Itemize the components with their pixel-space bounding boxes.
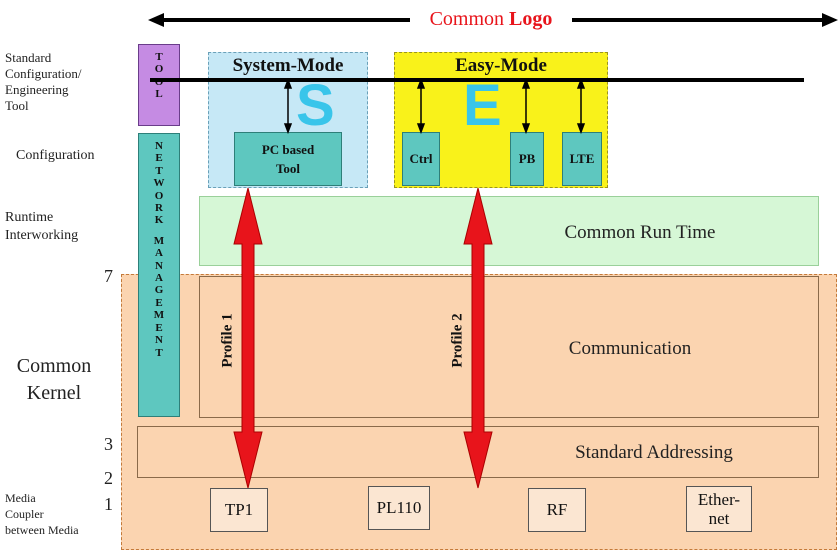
easy-mode-title: Easy-Mode	[455, 55, 547, 76]
communication-layer-label: Communication	[568, 338, 692, 359]
media-rf: RF	[528, 488, 586, 532]
nm-letter: N	[155, 334, 163, 347]
profile-2-arrow	[463, 187, 493, 489]
tool-letter: O	[154, 63, 164, 76]
label-line: Configuration/	[5, 66, 82, 81]
media-pl110: PL110	[368, 486, 430, 530]
pb-box: PB	[510, 132, 544, 186]
nm-letter: E	[155, 152, 163, 165]
nm-letter: M	[153, 234, 165, 247]
label-line: Engineering	[5, 82, 69, 97]
logo-text: Logo	[509, 8, 553, 30]
nm-letter: N	[155, 259, 163, 272]
label-line: Kernel	[26, 382, 82, 404]
runtime-layer-label: Common Run Time	[564, 222, 716, 243]
nm-letter: E	[155, 321, 163, 334]
label-line: Common	[16, 355, 92, 377]
profile-2-label: Profile 2	[449, 313, 466, 368]
ctrl-box: Ctrl	[402, 132, 440, 186]
nm-letter: E	[155, 296, 163, 309]
communication-layer-box	[199, 276, 819, 418]
nm-letter: W	[153, 177, 165, 190]
easy-mode-letter: E	[463, 73, 502, 138]
pc-tool-line: PC based	[261, 142, 315, 157]
nm-letter: R	[155, 202, 163, 215]
label-line: Coupler	[5, 507, 44, 521]
layer-number-3: 3	[104, 434, 113, 454]
nm-letter: T	[155, 164, 163, 177]
label-line: Media	[5, 491, 36, 505]
label-line: Tool	[5, 98, 29, 113]
network-management-box: N E T W O R K M A N A G E M E N T	[138, 133, 180, 417]
tool-box: T O O L	[138, 44, 180, 126]
label-media-coupler: Media Coupler between Media	[5, 490, 79, 538]
layer-number-2: 2	[104, 468, 113, 488]
system-mode-letter: S	[296, 73, 335, 138]
lte-box: LTE	[562, 132, 602, 186]
tool-letter: T	[155, 51, 163, 63]
media-tp1: TP1	[210, 488, 268, 532]
label-runtime-interworking: Runtime Interworking	[5, 209, 78, 245]
nm-letter: A	[155, 272, 163, 285]
label-line: Standard	[5, 50, 52, 65]
profile-1-label: Profile 1	[219, 313, 236, 368]
addressing-layer-label: Standard Addressing	[575, 442, 733, 463]
tool-letter: L	[155, 88, 163, 101]
nm-letter: A	[155, 247, 163, 260]
nm-letter: T	[155, 346, 163, 359]
label-common-kernel: Common Kernel	[8, 353, 100, 407]
nm-letter: O	[154, 189, 164, 202]
media-ethernet: Ether- net	[686, 486, 752, 532]
label-standard-config-tool: Standard Configuration/ Engineering Tool	[5, 50, 82, 114]
label-line: Interworking	[5, 228, 79, 243]
label-configuration: Configuration	[16, 148, 95, 163]
layer-number-7: 7	[104, 266, 113, 286]
nm-letter: N	[155, 140, 163, 152]
ethernet-line: net	[708, 509, 730, 528]
layer-number-1: 1	[104, 494, 113, 514]
nm-letter: M	[153, 309, 165, 322]
system-mode-title: System-Mode	[232, 55, 344, 76]
vertical-connectors	[283, 77, 586, 135]
profile-1-arrow	[233, 187, 263, 489]
nm-letter: K	[154, 214, 164, 227]
nm-letter: G	[154, 284, 164, 297]
label-line: Runtime	[5, 210, 54, 225]
common-logo-title: Common Logo	[410, 8, 572, 31]
runtime-layer-box	[199, 196, 819, 266]
label-line: between Media	[5, 523, 79, 537]
pc-tool-line: Tool	[275, 161, 301, 176]
ethernet-line: Ether-	[697, 490, 741, 509]
common-text: Common	[429, 8, 505, 30]
pc-based-tool-box: PC based Tool	[234, 132, 342, 186]
common-logo-arrow	[148, 13, 838, 27]
